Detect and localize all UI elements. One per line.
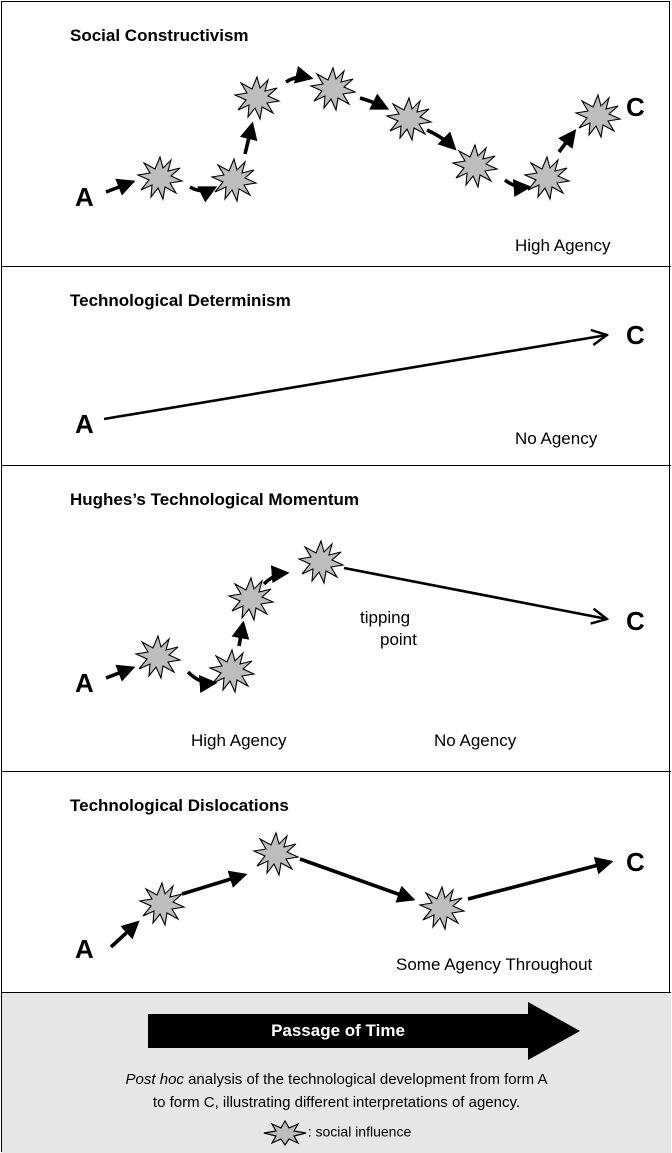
social-influence-starburst-icon [135, 635, 181, 679]
tipping-point-label-line2: point [380, 630, 417, 649]
starbursts [135, 540, 344, 693]
end-label: C [626, 92, 645, 122]
panel-title: Hughes’s Technological Momentum [70, 490, 360, 509]
start-label: A [75, 409, 94, 439]
social-influence-starburst-icon [253, 832, 299, 876]
panel-social-constructivism: Social Constructivism [2, 2, 671, 267]
agency-note-high: High Agency [191, 731, 287, 750]
social-influence-starburst-icon [228, 577, 274, 621]
social-influence-starburst-icon [419, 886, 465, 930]
path-diagram [105, 540, 671, 693]
panel-title: Social Constructivism [70, 26, 249, 45]
social-influence-starburst-icon [575, 94, 621, 138]
caption-line-2: to form C, illustrating different interp… [152, 1094, 521, 1111]
start-label: A [75, 182, 94, 212]
arrow [503, 178, 532, 198]
caption-line-1-text: analysis of the technological developmen… [183, 1071, 548, 1088]
social-influence-starburst-icon [211, 158, 257, 202]
panel-title: Technological Dislocations [70, 796, 289, 815]
arrow [262, 565, 290, 586]
arrow [359, 93, 390, 110]
arrow [426, 128, 457, 151]
social-influence-starburst-icon [137, 156, 183, 200]
legend: : social influence [2, 1119, 671, 1147]
arrow [299, 857, 416, 903]
start-label: A [75, 934, 94, 964]
social-influence-starburst-icon [452, 144, 498, 188]
passage-of-time-label: Passage of Time [271, 1021, 405, 1040]
starbursts [139, 832, 465, 930]
social-influence-starburst-icon [139, 882, 185, 926]
passage-of-time-arrow [148, 1014, 528, 1048]
connector-arrows [105, 565, 607, 693]
connector-arrows [105, 65, 577, 203]
arrow [105, 664, 136, 682]
starburst-icon [263, 1119, 306, 1147]
arrow [231, 620, 250, 647]
agency-note: Some Agency Throughout [396, 955, 593, 974]
long-arrow [343, 566, 607, 619]
end-label: C [626, 606, 645, 636]
panel-title: Technological Determinism [70, 291, 291, 310]
path-diagram [103, 267, 671, 421]
arrow [285, 65, 314, 84]
social-influence-starburst-icon [209, 649, 255, 693]
start-label: A [75, 668, 94, 698]
panel-technological-momentum: Hughes’s Technological Momentum A C tipp… [2, 466, 671, 772]
arrow [181, 870, 248, 896]
caption-line-1: Post hoc analysis of the technological d… [2, 1071, 671, 1088]
arrow [239, 121, 258, 155]
caption-italic: Post hoc [125, 1071, 184, 1088]
end-label: C [626, 847, 645, 877]
agency-note: No Agency [515, 429, 598, 448]
straight-arrow [103, 335, 607, 421]
connector-arrows [109, 856, 614, 949]
arrow [557, 129, 577, 154]
social-influence-starburst-icon [386, 97, 432, 141]
passage-of-time-arrowhead [528, 1002, 580, 1060]
path-diagram [105, 65, 621, 203]
end-label: C [626, 320, 645, 350]
footer-legend: Passage of Time Post hoc analysis of the… [2, 993, 671, 1153]
agency-note-none: No Agency [434, 731, 517, 750]
panel-technological-determinism: Technological Determinism A C No Agency [2, 267, 671, 466]
panel-technological-dislocations: Technological Dislocations A C Some Agen… [2, 772, 671, 993]
social-influence-starburst-icon [524, 156, 570, 200]
agency-note: High Agency [515, 236, 611, 255]
arrow [105, 178, 136, 196]
social-influence-starburst-icon [298, 540, 344, 584]
arrow [189, 185, 218, 203]
starbursts [137, 67, 621, 202]
social-influence-starburst-icon [234, 76, 280, 120]
legend-text: : social influence [307, 1123, 412, 1140]
social-influence-starburst-icon [310, 67, 356, 111]
path-diagram [109, 832, 614, 949]
arrow [109, 920, 140, 949]
tipping-point-label-line1: tipping [360, 608, 411, 627]
arrow [186, 670, 218, 693]
arrow [467, 856, 614, 901]
